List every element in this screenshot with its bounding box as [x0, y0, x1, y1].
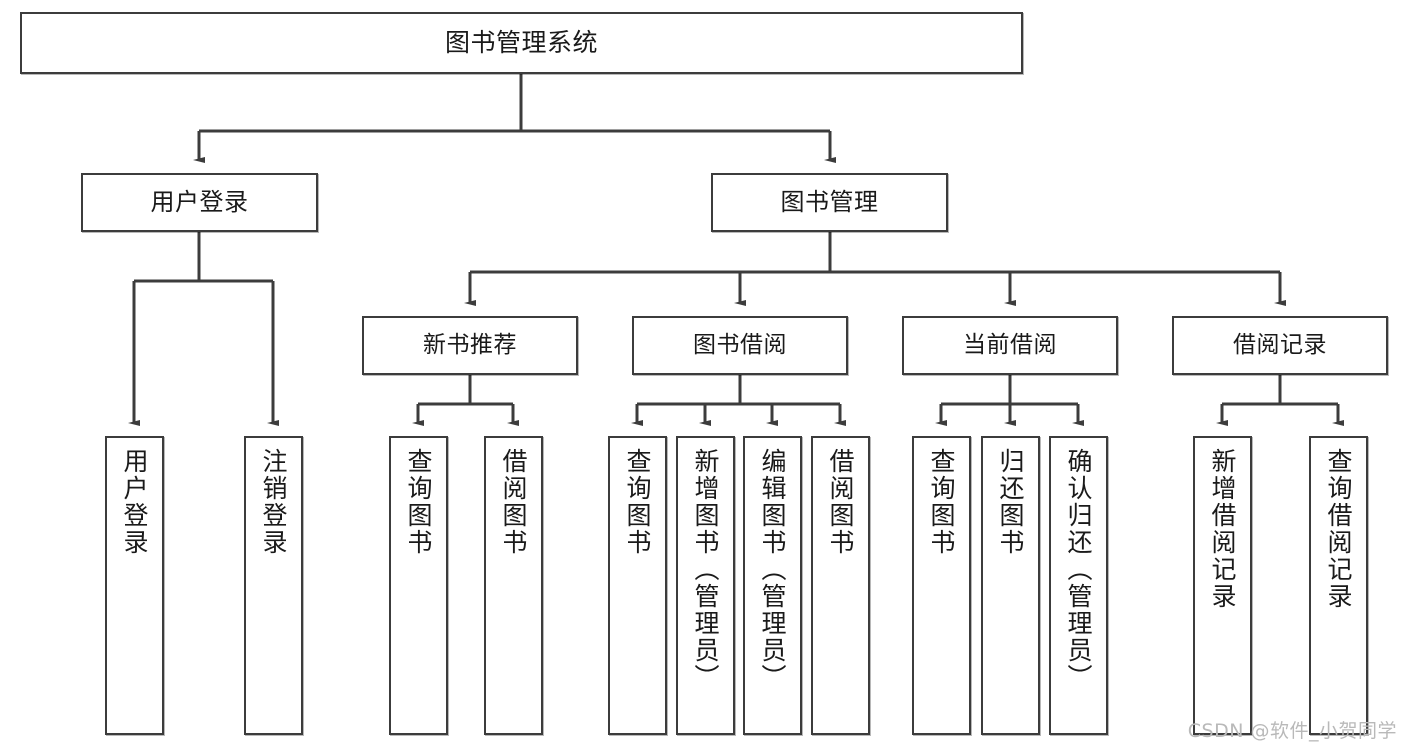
node-label: 查询图书	[927, 448, 956, 556]
node-borrow-record[interactable]: 借阅记录	[1172, 316, 1388, 375]
node-label: 编辑图书（管理员）	[758, 448, 787, 691]
leaf-borrow-edit-book-admin[interactable]: 编辑图书（管理员）	[743, 436, 802, 735]
node-user-login[interactable]: 用户登录	[81, 173, 318, 232]
node-label: 图书管理系统	[444, 27, 598, 57]
node-label: 借阅图书	[499, 448, 528, 556]
leaf-recommend-borrow-book[interactable]: 借阅图书	[484, 436, 543, 735]
node-root-system[interactable]: 图书管理系统	[20, 12, 1023, 74]
leaf-logout-login[interactable]: 注销登录	[244, 436, 303, 735]
node-new-book-recommend[interactable]: 新书推荐	[362, 316, 578, 375]
leaf-current-return-book[interactable]: 归还图书	[981, 436, 1040, 735]
leaf-current-query-book[interactable]: 查询图书	[912, 436, 971, 735]
node-label: 归还图书	[996, 448, 1025, 556]
node-label: 查询借阅记录	[1324, 448, 1353, 610]
node-label: 查询图书	[404, 448, 433, 556]
node-label: 借阅记录	[1233, 332, 1327, 359]
leaf-record-add-borrow-record[interactable]: 新增借阅记录	[1193, 436, 1252, 735]
node-current-borrow[interactable]: 当前借阅	[902, 316, 1118, 375]
node-label: 用户登录	[150, 187, 249, 216]
node-label: 确认归还（管理员）	[1064, 448, 1093, 691]
node-label: 查询图书	[623, 448, 652, 556]
node-book-management[interactable]: 图书管理	[711, 173, 948, 232]
node-label: 图书借阅	[693, 332, 787, 359]
node-label: 用户登录	[120, 448, 149, 556]
node-label: 图书管理	[780, 187, 879, 216]
leaf-borrow-add-book-admin[interactable]: 新增图书（管理员）	[676, 436, 735, 735]
node-book-borrow[interactable]: 图书借阅	[632, 316, 848, 375]
leaf-current-confirm-return-admin[interactable]: 确认归还（管理员）	[1049, 436, 1108, 735]
leaf-borrow-borrow-book[interactable]: 借阅图书	[811, 436, 870, 735]
node-label: 当前借阅	[963, 332, 1057, 359]
node-label: 新增借阅记录	[1208, 448, 1237, 610]
leaf-user-login[interactable]: 用户登录	[105, 436, 164, 735]
node-label: 新书推荐	[423, 332, 517, 359]
leaf-borrow-query-book[interactable]: 查询图书	[608, 436, 667, 735]
node-label: 借阅图书	[826, 448, 855, 556]
leaf-record-query-borrow-record[interactable]: 查询借阅记录	[1309, 436, 1368, 735]
leaf-recommend-query-book[interactable]: 查询图书	[389, 436, 448, 735]
node-label: 注销登录	[259, 448, 288, 556]
node-label: 新增图书（管理员）	[691, 448, 720, 691]
